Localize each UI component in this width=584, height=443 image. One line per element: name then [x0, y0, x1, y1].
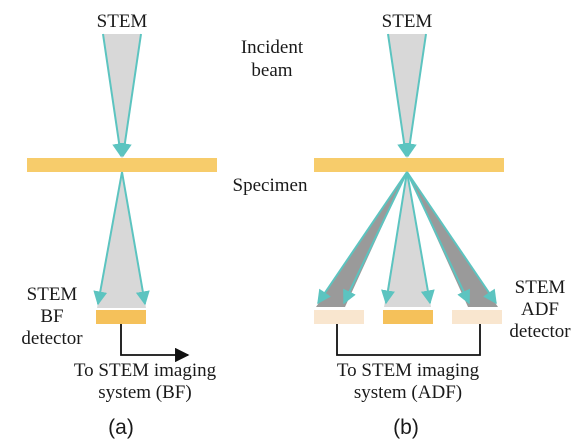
panel-b-center-cone: [384, 172, 431, 307]
panel-b: STEM STEM ADF detector To STEM imaging s…: [314, 11, 571, 439]
panel-b-ray-6: [406, 171, 497, 305]
panel-a-transmitted-ray-left: [93, 171, 123, 306]
panel-a-transmitted-cone: [97, 172, 146, 308]
panel-b-ray-2: [343, 171, 408, 305]
panel-b-output-label-line-1: To STEM imaging: [337, 360, 480, 381]
panel-b-stem-label: STEM: [382, 11, 433, 32]
panel-a-detector-label-line-2: BF: [40, 306, 63, 327]
panel-a-incident-cone: [103, 34, 141, 160]
incident-beam-label-line-2: beam: [251, 60, 292, 81]
panel-a-detector-label-line-3: detector: [21, 328, 83, 349]
panel-a-stem-label: STEM: [97, 11, 148, 32]
panel-a: STEM STEM BF detector To STEM imaging sy…: [21, 11, 217, 439]
incident-beam-label-line-1: Incident: [241, 37, 304, 58]
panel-b-caption: (b): [393, 416, 419, 439]
panel-a-incident-ray-right: [117, 33, 142, 158]
panel-b-ray-1: [317, 171, 408, 305]
panel-b-detector-label-line-2: ADF: [521, 299, 559, 320]
panel-a-detector-label-line-1: STEM: [27, 284, 78, 305]
shared-labels: Incident beam Specimen: [233, 37, 308, 196]
panel-b-detector-label-line-1: STEM: [515, 277, 566, 298]
panel-b-bf-detector: [383, 310, 433, 324]
panel-b-adf-detector-right: [452, 310, 502, 324]
panel-a-specimen: [27, 158, 217, 172]
panel-b-ray-4: [406, 171, 435, 305]
panel-b-incident-ray-right: [402, 33, 427, 158]
panel-b-signal-bracket: [336, 324, 481, 356]
panel-a-signal-arrow: [120, 324, 190, 363]
panel-b-adf-detector-left: [314, 310, 364, 324]
panel-b-specimen: [314, 158, 504, 172]
panel-a-output-label-line-1: To STEM imaging: [74, 360, 217, 381]
panel-a-incident-ray-left: [102, 33, 127, 158]
panel-b-detector-label-line-3: detector: [509, 321, 571, 342]
panel-a-output-label-line-2: system (BF): [98, 382, 191, 403]
panel-a-caption: (a): [108, 416, 134, 439]
panel-b-ray-5: [406, 171, 470, 305]
panel-b-incident-cone: [388, 34, 426, 160]
panel-b-output-label-line-2: system (ADF): [354, 382, 462, 403]
specimen-label: Specimen: [233, 175, 308, 196]
panel-b-incident-ray-left: [387, 33, 412, 158]
panel-a-bf-detector: [96, 310, 146, 324]
panel-b-ray-3: [381, 171, 408, 305]
panel-a-transmitted-ray-right: [121, 171, 150, 306]
